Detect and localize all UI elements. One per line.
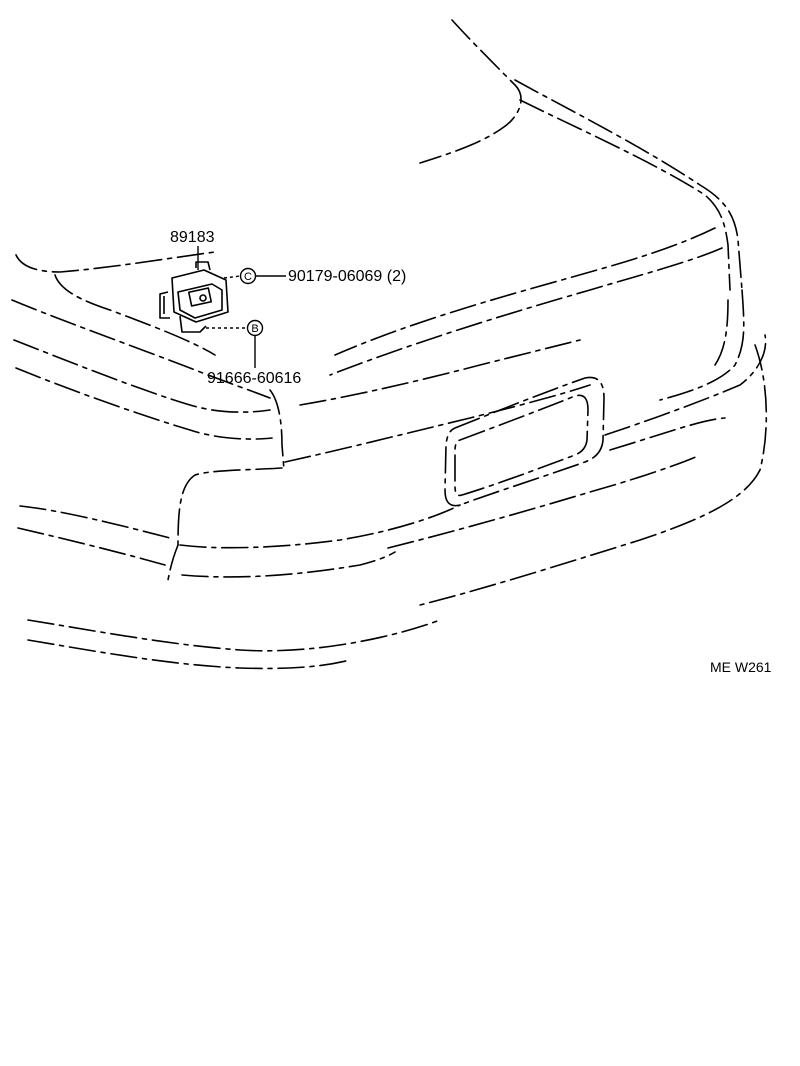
- quarter-line-1: [11, 299, 271, 399]
- rear-panel-line-upper: [299, 339, 581, 406]
- license-plate-recess: [444, 376, 605, 507]
- side-line-2: [17, 527, 166, 566]
- license-plate-recess-inner: [454, 394, 589, 497]
- relay-face: [177, 283, 223, 319]
- relay-lower-bracket: [179, 315, 207, 333]
- bumper-right-mid: [609, 417, 726, 451]
- relay-bracket: [159, 291, 170, 319]
- rear-panel-line-lower: [284, 384, 591, 463]
- trunk-lid-edge-upper: [514, 79, 743, 291]
- trunk-lid-edge-inner: [519, 99, 731, 291]
- marker-b: B: [246, 319, 264, 337]
- bumper-lower-line: [181, 551, 396, 578]
- bumper-right-curve: [419, 344, 768, 606]
- relay-body: [171, 269, 229, 323]
- relay-connector: [187, 287, 213, 307]
- rear-panel-right: [659, 289, 745, 401]
- quarter-panel-top: [54, 274, 216, 356]
- marker-c: C: [239, 267, 257, 285]
- rear-panel-right-inner: [714, 299, 729, 366]
- side-line-1: [19, 505, 171, 539]
- trunk-lid-rear-edge-lower: [329, 247, 723, 376]
- marker-b-circle: [246, 319, 264, 337]
- rear-window-edge: [419, 19, 522, 164]
- marker-c-circle: [239, 267, 257, 285]
- vehicle-body-outline: [11, 19, 768, 670]
- label-91666-60616: 91666-60616: [207, 370, 301, 387]
- bumper-upper-edge: [177, 467, 283, 546]
- quarter-line-3: [15, 367, 273, 440]
- relay-tab: [195, 261, 211, 271]
- marker-b-letter: B: [251, 323, 258, 335]
- bumper-bottom-2: [27, 639, 351, 670]
- trunk-left-edge: [15, 251, 216, 273]
- leader-lines: [197, 246, 286, 368]
- label-89183: 89183: [170, 229, 215, 246]
- quarter-line-2: [13, 339, 271, 413]
- relay-module-89183: [159, 261, 229, 333]
- leader-c-dotted: [223, 275, 241, 279]
- marker-c-letter: C: [244, 271, 252, 283]
- bumper-bottom: [27, 619, 441, 652]
- bumper-top-line: [179, 504, 461, 549]
- bumper-right-top: [604, 334, 767, 436]
- trunk-lid-rear-edge: [334, 227, 716, 356]
- bumper-lower-band: [387, 454, 701, 549]
- relay-pin: [199, 294, 207, 302]
- illustration-code: ME W261: [710, 659, 772, 675]
- bumper-left-vertical: [167, 544, 179, 581]
- panel-left-vertical: [269, 389, 285, 471]
- label-90179-06069: 90179-06069 (2): [288, 268, 406, 285]
